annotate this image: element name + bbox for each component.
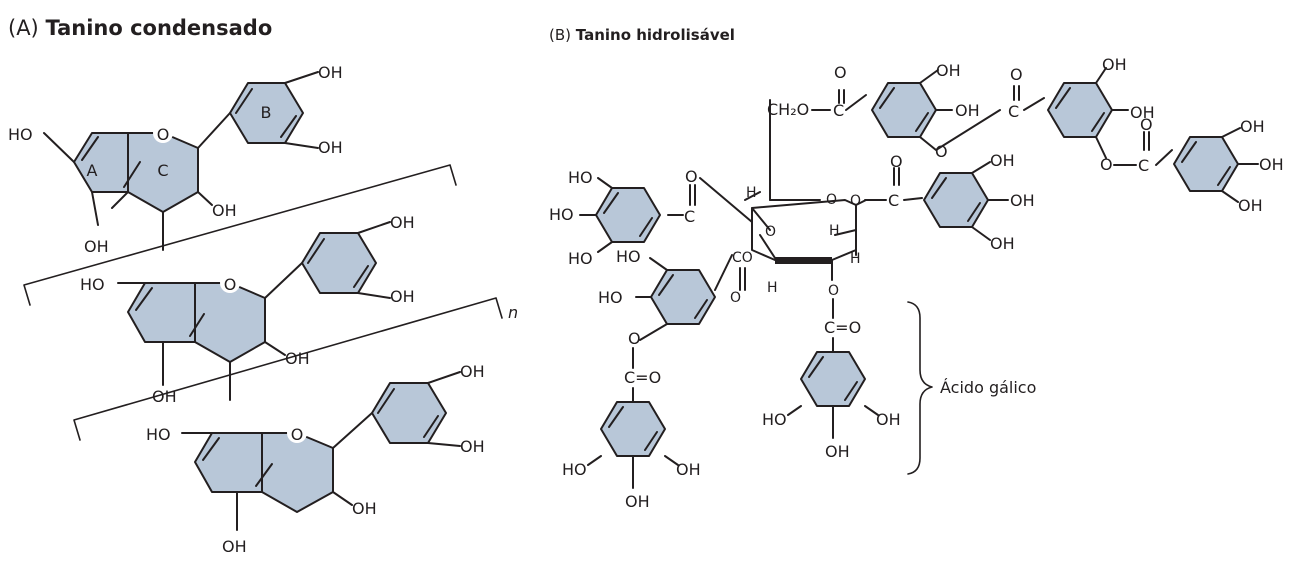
hydroxyl-label: HO — [562, 460, 587, 479]
ring-oxygen: O — [291, 425, 304, 444]
galloyl-ring — [923, 172, 989, 228]
hydroxyl-label: OH — [1102, 55, 1127, 74]
gallic-acid-brace — [907, 301, 933, 475]
ester-oxygen: O — [1100, 155, 1113, 174]
hydroxyl-label: OH — [676, 460, 701, 479]
gallic-acid-ring — [800, 351, 866, 407]
carbon-label: C — [1008, 102, 1019, 121]
ring-oxygen: O — [224, 275, 237, 294]
ch2o-label: CH₂O — [767, 100, 809, 119]
ring-oxygen: O — [826, 192, 837, 208]
ring-b-label: B — [261, 103, 272, 122]
hydroxyl-label: HO — [616, 247, 641, 266]
carbonyl-oxygen: O — [1010, 65, 1023, 84]
panel-b-name: Tanino hidrolisável — [575, 26, 735, 44]
carbon-label: C — [684, 207, 695, 226]
c-double-o-label: C=O — [624, 368, 661, 387]
galloyl-ring — [871, 82, 937, 138]
hydroxyl-label: OH — [460, 437, 485, 456]
ring-oxygen: O — [157, 125, 170, 144]
carbonyl-oxygen: O — [1140, 115, 1153, 134]
hydroxyl-label: HO — [762, 410, 787, 429]
hydroxyl-label: OH — [936, 61, 961, 80]
ester-oxygen: O — [828, 283, 839, 299]
panel-a-name: Tanino condensado — [45, 16, 273, 40]
hydroxyl-label: OH — [990, 234, 1015, 253]
ring-b-unit2 — [301, 232, 377, 294]
hydroxyl-label: OH — [352, 499, 377, 518]
carbonyl-oxygen: O — [730, 290, 741, 306]
ester-oxygen: O — [935, 142, 948, 161]
ring-oxygen: O — [765, 224, 776, 240]
hydroxyl-label: HO — [568, 168, 593, 187]
galloyl-ring — [1173, 136, 1239, 192]
panel-a-title: (A) Tanino condensado — [8, 16, 272, 40]
panel-b-title: (B) Tanino hidrolisável — [549, 26, 735, 44]
hydroxyl-label: OH — [1010, 191, 1035, 210]
ring-c-unit3 — [261, 432, 334, 513]
carbon-label: C — [833, 101, 844, 120]
hydroxyl-label: OH — [1240, 117, 1265, 136]
ring-c-unit2 — [194, 282, 266, 363]
carbonyl-oxygen: O — [685, 167, 698, 186]
hydroxyl-label: OH — [222, 537, 247, 556]
hydroxyl-label: HO — [598, 288, 623, 307]
co-label: CO — [732, 250, 753, 266]
hydroxyl-label: OH — [318, 63, 343, 82]
hydroxyl-label: OH — [825, 442, 850, 461]
hydroxyl-label: OH — [1130, 103, 1155, 122]
carbon-label: C — [888, 191, 899, 210]
hydroxyl-label: HO — [80, 275, 105, 294]
galloyl-ring — [600, 401, 666, 457]
carbon-label: C — [1138, 156, 1149, 175]
hydrogen-label: H — [767, 280, 778, 296]
c-double-o-label: C=O — [824, 318, 861, 337]
hydroxyl-label: OH — [390, 213, 415, 232]
repeat-bracket-bottom — [73, 297, 503, 441]
hydroxyl-label: OH — [460, 362, 485, 381]
hydroxyl-label: OH — [876, 410, 901, 429]
hydroxyl-label: OH — [285, 349, 310, 368]
hydroxyl-label: HO — [549, 205, 574, 224]
carbonyl-oxygen: O — [890, 152, 903, 171]
galloyl-ring — [650, 269, 716, 325]
gallic-acid-label: Ácido gálico — [940, 378, 1036, 397]
hydroxyl-label: OH — [152, 387, 177, 406]
panel-a-letter: (A) — [8, 16, 39, 40]
repeat-n-label: n — [508, 303, 518, 322]
hydrogen-label: H — [850, 251, 861, 267]
galloyl-ring — [1047, 82, 1113, 138]
hydroxyl-label: OH — [1259, 155, 1284, 174]
hydrogen-label: H — [829, 223, 840, 239]
hydroxyl-label: HO — [8, 125, 33, 144]
hydrogen-label: H — [746, 185, 757, 201]
hydroxyl-label: OH — [955, 101, 980, 120]
ester-oxygen: O — [628, 329, 641, 348]
repeat-bracket-top — [23, 164, 457, 306]
ester-oxygen: O — [850, 193, 861, 209]
panel-b-letter: (B) — [549, 26, 571, 44]
hydroxyl-label: OH — [212, 201, 237, 220]
hydroxyl-label: OH — [84, 237, 109, 256]
ring-c-label: C — [157, 161, 168, 180]
ring-b-unit3 — [371, 382, 447, 444]
hydroxyl-label: OH — [318, 138, 343, 157]
hydroxyl-label: OH — [625, 492, 650, 511]
ring-a-label: A — [87, 161, 98, 180]
carbonyl-oxygen: O — [834, 63, 847, 82]
galloyl-ring — [595, 187, 661, 243]
hydroxyl-label: OH — [1238, 196, 1263, 215]
hydroxyl-label: OH — [390, 287, 415, 306]
condensed-tannin-structure: A C B n O OH OH HO OH OH O OH OH HO OH O… — [8, 63, 518, 556]
hydroxyl-label: OH — [990, 151, 1015, 170]
hydrolysable-tannin-structure: H O H H H O CH₂O C O OH OH O C O OH OH O… — [549, 55, 1284, 511]
hydroxyl-label: HO — [146, 425, 171, 444]
hydroxyl-label: HO — [568, 249, 593, 268]
